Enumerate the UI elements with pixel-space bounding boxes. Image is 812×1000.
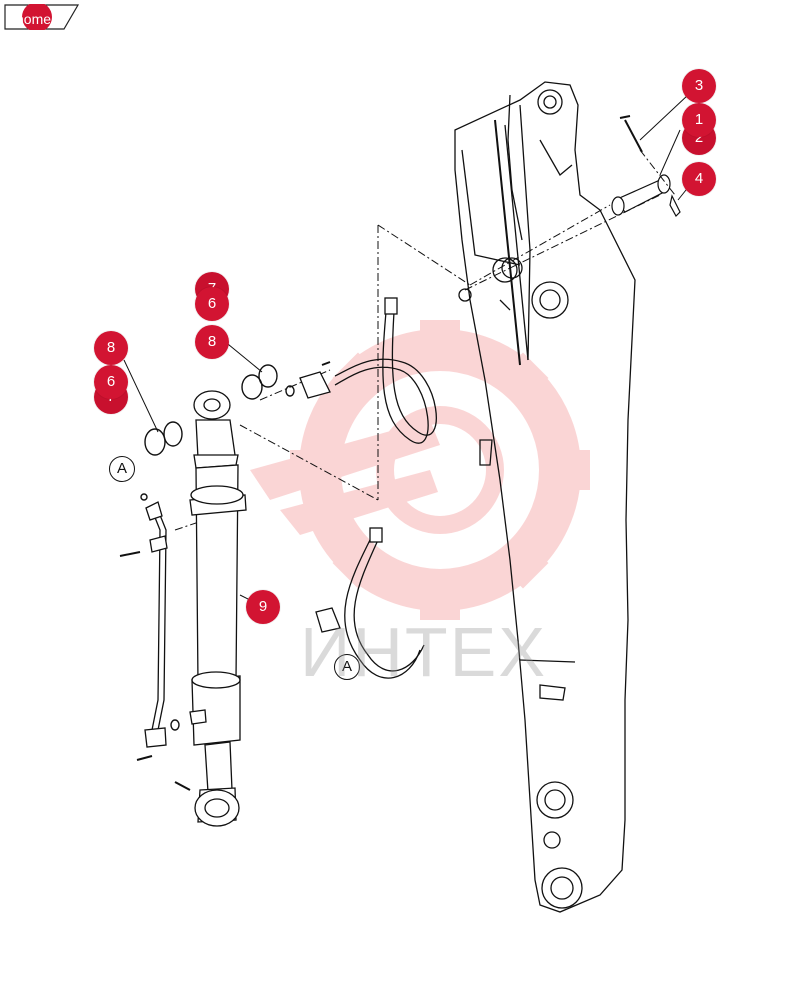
- boom-arm: [454, 81, 636, 913]
- callout-6-top[interactable]: 6: [195, 287, 229, 321]
- callout-8-left[interactable]: 8: [94, 331, 128, 365]
- callout-6-left[interactable]: 6: [94, 365, 128, 399]
- watermark-logo: [250, 320, 590, 620]
- washers: [140, 364, 295, 731]
- hydraulic-cylinder: [189, 390, 247, 827]
- callout-3[interactable]: 3: [682, 69, 716, 103]
- watermark-text: ИНТЕХ: [300, 613, 548, 691]
- home-tab-shape: [4, 2, 80, 32]
- detail-marker-a-lower: A: [334, 654, 360, 680]
- boom-pin-parts: [611, 115, 681, 217]
- callout-9[interactable]: 9: [246, 590, 280, 624]
- hydraulic-hoses: [299, 297, 437, 679]
- callout-4[interactable]: 4: [682, 162, 716, 196]
- hydraulic-tube: [119, 501, 191, 791]
- home-label: home: [16, 11, 52, 27]
- callout-8-top[interactable]: 8: [195, 325, 229, 359]
- detail-marker-a-upper: A: [109, 456, 135, 482]
- home-tab[interactable]: home: [4, 2, 80, 32]
- callout-1[interactable]: 1: [682, 103, 716, 137]
